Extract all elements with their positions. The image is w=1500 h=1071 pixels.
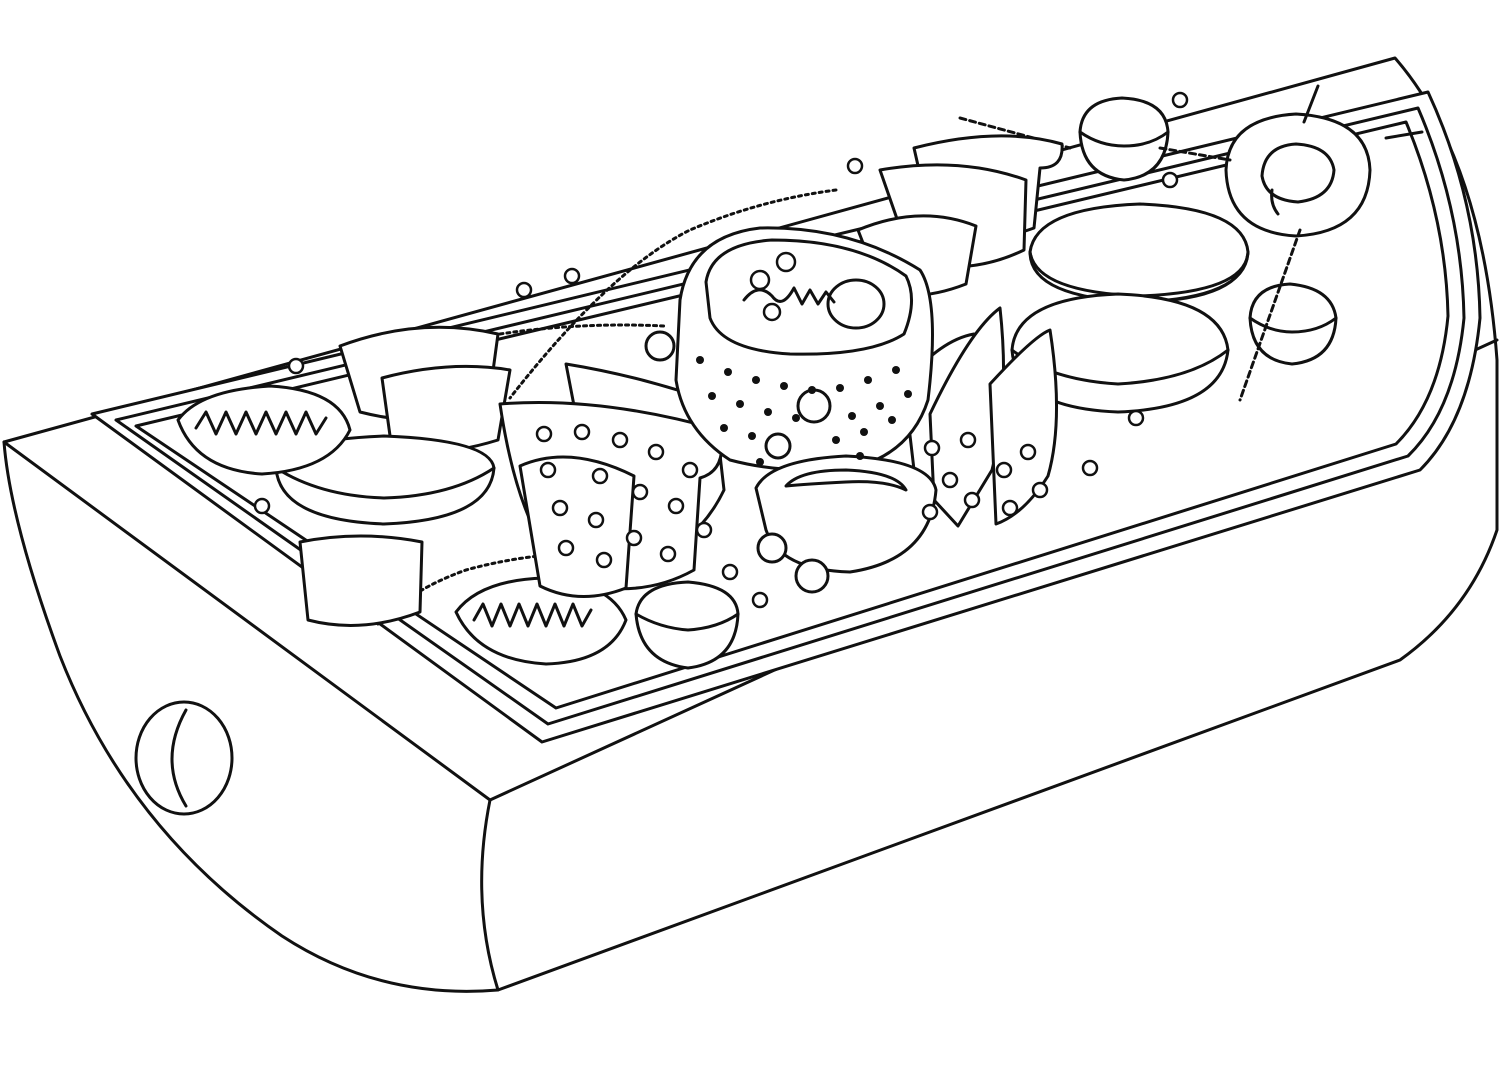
ribosome-dot xyxy=(748,432,756,440)
ribosome-dot xyxy=(832,436,840,444)
ribosome-dot xyxy=(856,452,864,460)
ribosome-dot xyxy=(848,412,856,420)
vacuole-stack-right xyxy=(1010,96,1338,414)
granule xyxy=(535,425,553,443)
granule xyxy=(591,467,609,485)
cell-membrane-inner xyxy=(114,106,1466,726)
granule xyxy=(573,423,591,441)
granule xyxy=(681,461,699,479)
cell-wall-corner-edge xyxy=(480,798,500,992)
granule xyxy=(959,431,977,449)
granule xyxy=(921,503,939,521)
granule xyxy=(963,491,981,509)
granule xyxy=(659,545,677,563)
granule xyxy=(563,267,581,285)
granule xyxy=(611,431,629,449)
granule xyxy=(721,563,739,581)
granule xyxy=(587,511,605,529)
granule xyxy=(595,551,613,569)
ribosome-dot xyxy=(892,366,900,374)
ribosome-dot xyxy=(808,386,816,394)
granule xyxy=(539,461,557,479)
ribosome-dot xyxy=(752,376,760,384)
granule xyxy=(751,591,769,609)
tubule-mid xyxy=(498,323,666,336)
ribosome-dot xyxy=(720,424,728,432)
granule xyxy=(1161,171,1179,189)
chromatin xyxy=(742,286,836,306)
plasmodesma-pore xyxy=(134,700,234,816)
ribosome-dot xyxy=(724,368,732,376)
granule xyxy=(695,521,713,539)
ribosome-dot xyxy=(864,376,872,384)
granule xyxy=(667,497,685,515)
granule xyxy=(625,529,643,547)
ribosome-granules xyxy=(253,91,1189,609)
granule xyxy=(551,499,569,517)
ribosome-dot xyxy=(888,416,896,424)
granule xyxy=(995,461,1013,479)
granule xyxy=(1019,443,1037,461)
plasmodesma-pore-inner xyxy=(170,708,188,808)
filament-top-mid xyxy=(1158,146,1232,162)
filament-top xyxy=(1302,84,1320,124)
tubule-top xyxy=(508,188,838,400)
granule xyxy=(631,483,649,501)
granule xyxy=(1031,481,1049,499)
golgi-ring-organelle xyxy=(1224,112,1372,238)
granule xyxy=(287,357,305,375)
mitochondrion-bottom xyxy=(454,576,628,666)
ribosome-dot xyxy=(860,428,868,436)
granule xyxy=(923,439,941,457)
ribosome-dot xyxy=(764,408,772,416)
granule xyxy=(1081,459,1099,477)
granule xyxy=(557,539,575,557)
filament-top-right xyxy=(1384,130,1424,140)
ribosome-dot xyxy=(836,384,844,392)
granule xyxy=(647,443,665,461)
granule xyxy=(253,497,271,515)
ribosome-dot xyxy=(756,458,764,466)
ribosome-dot xyxy=(792,414,800,422)
granule xyxy=(941,471,959,489)
filament-right-vertical xyxy=(1238,228,1302,402)
ribosome-dot xyxy=(708,392,716,400)
nucleus xyxy=(674,226,934,472)
ribosome-dot xyxy=(904,390,912,398)
granule xyxy=(846,157,864,175)
vacuole-stack-left xyxy=(274,325,512,627)
granule xyxy=(1127,409,1145,427)
granule xyxy=(515,281,533,299)
ribosome-dot xyxy=(696,356,704,364)
granule xyxy=(1001,499,1019,517)
ribosome-dot xyxy=(780,382,788,390)
nucleolus xyxy=(826,278,886,330)
vesicles xyxy=(634,330,832,670)
mitochondrion-left xyxy=(176,384,352,476)
golgi-apparatus xyxy=(754,454,938,574)
cell-wall-front-edge xyxy=(2,440,492,802)
granule xyxy=(1171,91,1189,109)
ribosome-dot xyxy=(876,402,884,410)
ribosome-dot xyxy=(736,400,744,408)
